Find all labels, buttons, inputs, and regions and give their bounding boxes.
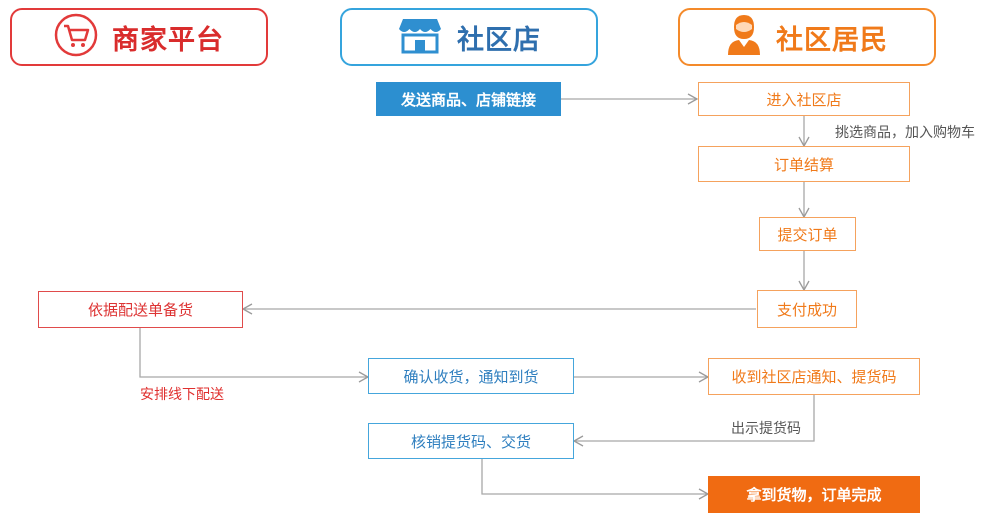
verify-deliver-step: 核销提货码、交货: [368, 423, 574, 459]
show-pickup-code-label: 出示提货码: [731, 421, 801, 437]
order-complete-step: 拿到货物，订单完成: [708, 476, 920, 513]
payment-success-step: 支付成功: [757, 290, 857, 328]
receive-notice-step: 收到社区店通知、提货码: [708, 358, 920, 395]
merchant-platform-title: 商家平台: [112, 24, 224, 56]
arrow-prepare-to-confirm: [139, 328, 370, 383]
community-store-header: 社区店: [340, 8, 598, 66]
offline-delivery-label: 安排线下配送: [140, 387, 224, 403]
shopping-cart-icon: [54, 13, 98, 61]
storefront-icon: [397, 15, 443, 59]
person-icon: [726, 13, 762, 61]
checkout-step: 订单结算: [698, 146, 910, 182]
merchant-platform-header: 商家平台: [10, 8, 268, 66]
send-link-step: 发送商品、店铺链接: [376, 82, 561, 116]
enter-store-step: 进入社区店: [698, 82, 910, 116]
arrow-notice-to-verify: [572, 395, 815, 447]
community-resident-header: 社区居民: [678, 8, 936, 66]
submit-order-step: 提交订单: [759, 217, 856, 251]
community-resident-title: 社区居民: [776, 24, 888, 56]
community-store-title: 社区店: [457, 24, 541, 56]
arrow-verify-to-complete: [481, 459, 710, 500]
prepare-goods-step: 依据配送单备货: [38, 291, 243, 328]
pick-items-label: 挑选商品，加入购物车: [835, 125, 975, 141]
confirm-receipt-step: 确认收货，通知到货: [368, 358, 574, 394]
